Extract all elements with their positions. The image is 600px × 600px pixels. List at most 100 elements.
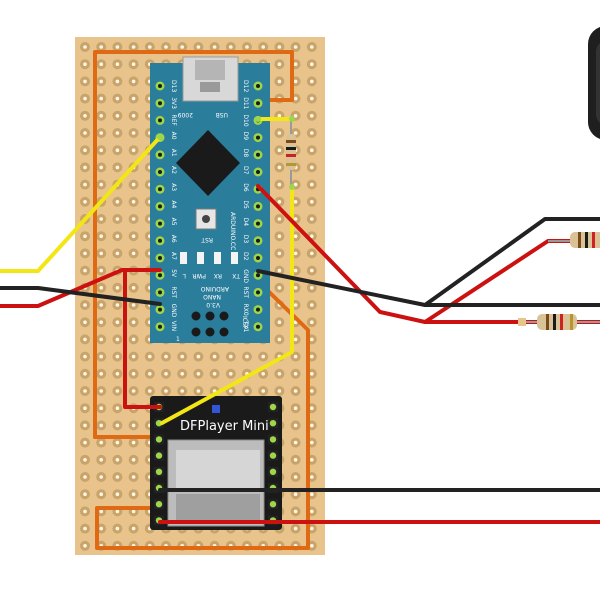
- board-hole: [310, 200, 314, 204]
- nano-pin-label: A7: [170, 252, 177, 260]
- nano-model-line-3: V3.0: [206, 301, 220, 308]
- board-hole: [293, 217, 298, 221]
- nano-pin-hole: [256, 152, 260, 157]
- nano-pin-hole: [256, 170, 260, 174]
- dfplayer-pin-pad: [269, 420, 277, 427]
- nano-pin-hole: [256, 290, 260, 295]
- board-hole: [180, 45, 184, 49]
- dfplayer-pin-pad: [269, 436, 277, 443]
- board-hole: [83, 337, 87, 342]
- board-hole: [310, 492, 314, 497]
- nano-pin-label: D8: [242, 149, 249, 158]
- board-hole: [310, 217, 314, 221]
- nano-pin-label: A4: [170, 200, 177, 208]
- board-hole: [131, 389, 136, 393]
- wire-black-gnd: [256, 217, 600, 307]
- board-hole: [310, 286, 314, 290]
- board-hole: [99, 492, 103, 497]
- nano-pin-hole: [256, 307, 260, 312]
- nano-pin-label: RST: [170, 286, 177, 298]
- board-hole: [131, 148, 136, 152]
- board-hole: [115, 96, 120, 101]
- board-hole: [310, 372, 314, 376]
- board-hole: [99, 423, 103, 428]
- board-hole: [293, 131, 298, 135]
- board-hole: [293, 45, 298, 49]
- board-hole: [131, 79, 136, 84]
- board-hole: [131, 423, 136, 428]
- board-hole: [99, 251, 103, 256]
- board-hole: [83, 251, 87, 256]
- wire-orange-right: [95, 283, 310, 550]
- board-hole: [310, 131, 314, 135]
- board-hole: [83, 114, 87, 118]
- board-hole: [310, 268, 314, 273]
- nano-pin-label: A0: [170, 132, 177, 140]
- board-hole: [229, 45, 233, 49]
- resistor-icon: [518, 314, 600, 330]
- wire-endpoints: [157, 116, 295, 190]
- board-hole: [99, 475, 103, 479]
- nano-leds: [180, 252, 238, 264]
- board-hole: [180, 372, 184, 376]
- board-hole: [196, 372, 201, 376]
- board-hole: [99, 96, 103, 101]
- board-hole: [83, 544, 87, 548]
- board-hole: [212, 354, 217, 359]
- nano-pin-hole: [256, 204, 260, 209]
- nano-pin-label: VIN: [170, 321, 177, 331]
- board-hole: [131, 114, 136, 118]
- resistor-icon: [286, 118, 296, 186]
- board-hole: [131, 337, 136, 342]
- board-hole: [99, 458, 103, 462]
- board-hole: [115, 440, 120, 445]
- board-hole: [115, 286, 120, 290]
- board-hole: [131, 62, 136, 66]
- board-hole: [131, 354, 136, 359]
- board-hole: [229, 372, 233, 376]
- board-hole: [180, 389, 184, 393]
- wire-yellow-left: [0, 135, 162, 273]
- nano-pin-label: GND: [242, 269, 249, 283]
- dfplayer-pin-pad: [269, 501, 277, 508]
- board-hole: [131, 217, 136, 221]
- board-hole: [83, 492, 87, 497]
- nano-pin-hole: [158, 152, 162, 157]
- board-hole: [164, 354, 168, 359]
- nano-pin-label: RX0: [242, 304, 249, 316]
- board-hole: [131, 526, 136, 531]
- board-hole: [293, 354, 298, 359]
- nano-pin-label: D3: [242, 235, 249, 244]
- board-hole: [99, 234, 103, 238]
- nano-year-label: 2009: [178, 111, 193, 118]
- nano-pin-label: 3V3: [170, 97, 177, 109]
- board-hole: [310, 458, 314, 462]
- nano-pin-hole: [256, 273, 260, 278]
- wire-red-left: [0, 268, 162, 308]
- board-hole: [293, 475, 298, 479]
- board-hole: [310, 45, 314, 49]
- board-hole: [83, 200, 87, 204]
- nano-pin-label: A1: [170, 149, 177, 157]
- board-hole: [293, 492, 298, 497]
- board-hole: [83, 354, 87, 359]
- board-hole: [310, 544, 314, 548]
- dfplayer-title: DFPlayer Mini: [180, 419, 269, 434]
- board-jumpers: [93, 50, 310, 550]
- board-hole: [99, 303, 103, 307]
- board-hole: [212, 372, 217, 376]
- nano-pin-hole: [256, 101, 260, 106]
- nano-pin-hole: [158, 170, 162, 174]
- board-hole: [277, 131, 282, 135]
- board-hole: [131, 509, 136, 514]
- nano-pin-label: REF: [170, 114, 177, 126]
- board-hole: [310, 251, 314, 256]
- board-hole: [310, 475, 314, 479]
- nano-pin-label: 5V: [170, 269, 177, 278]
- board-hole: [277, 114, 282, 118]
- nano-pin-label: D6: [242, 183, 249, 192]
- board-hole: [293, 96, 298, 101]
